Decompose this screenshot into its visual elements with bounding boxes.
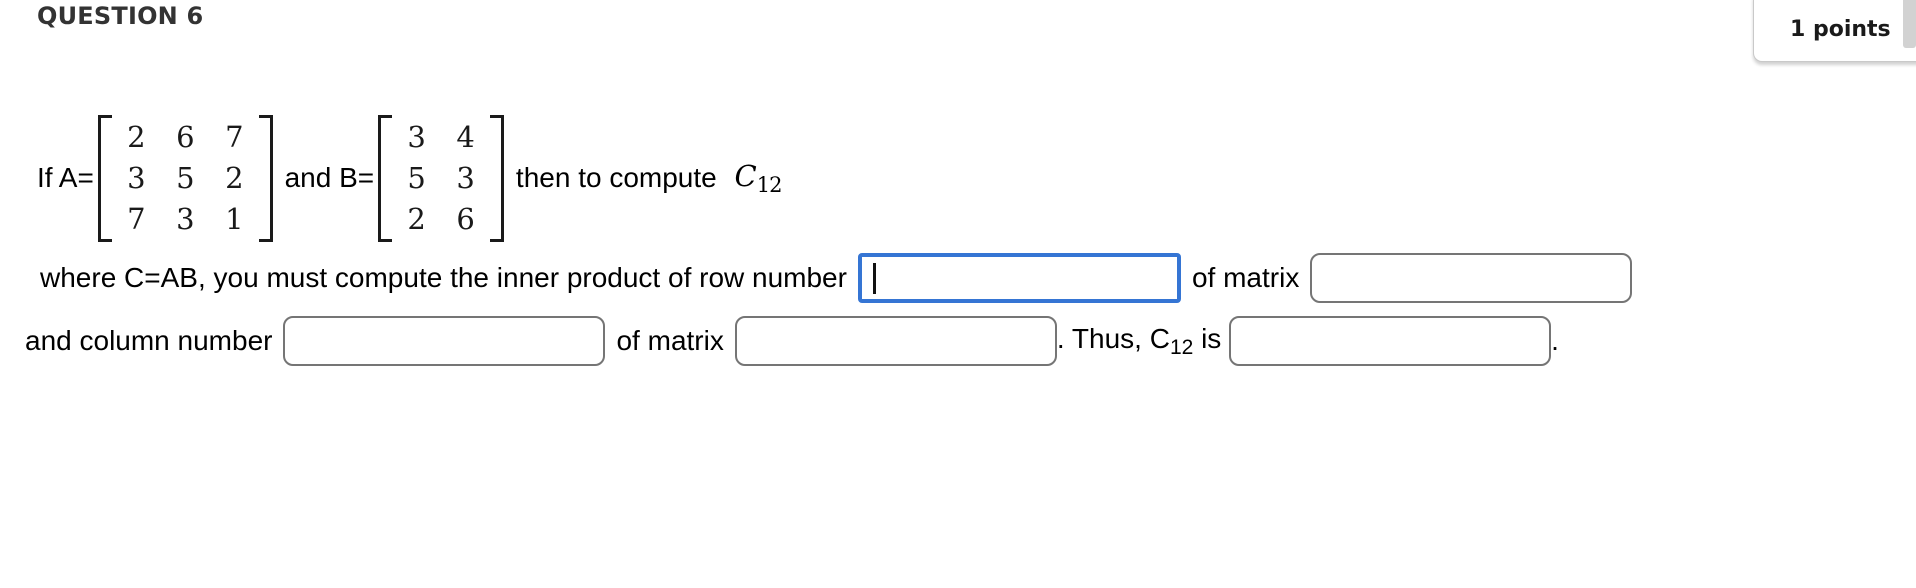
result-input[interactable] — [1229, 316, 1552, 366]
matrix-b-cell: 3 — [456, 160, 475, 195]
column-number-input[interactable] — [283, 316, 606, 366]
column-number-text: and column number — [25, 325, 273, 356]
of-matrix-text: of matrix — [616, 325, 724, 356]
then-to-compute-text: then to compute — [508, 162, 725, 193]
column-matrix-input[interactable] — [734, 316, 1057, 366]
matrix-a: 2 6 7 3 5 2 7 3 1 — [97, 114, 273, 242]
question-title: QUESTION 6 — [37, 2, 204, 30]
matrix-b-cell: 4 — [456, 119, 475, 154]
matrix-a-cell: 6 — [176, 119, 195, 154]
matrix-a-cell: 3 — [127, 160, 146, 195]
points-label: 1 points — [1790, 16, 1891, 42]
final-period-text: . — [1551, 325, 1559, 356]
of-matrix-text: of matrix — [1191, 262, 1300, 293]
text-caret — [872, 263, 876, 294]
matrix-a-cell: 7 — [127, 201, 146, 236]
matrix-b-cell: 5 — [407, 160, 426, 195]
matrix-a-cell: 7 — [225, 119, 244, 154]
matrix-a-cell: 5 — [176, 160, 195, 195]
thus-c12-text: . Thus, C12 is — [1056, 322, 1230, 359]
scrollbar[interactable] — [1903, 0, 1916, 48]
matrix-b-cell: 2 — [407, 201, 426, 236]
and-b-equals-text: and B= — [276, 162, 375, 193]
matrix-a-cell: 2 — [127, 119, 146, 154]
if-a-equals-text: If A= — [37, 162, 94, 193]
c12-math-symbol: C12 — [734, 159, 783, 197]
answer-line-column: and column number of matrix . Thus, C12 … — [25, 315, 1559, 367]
points-box: 1 points — [1753, 0, 1916, 62]
row-number-text: where C=AB, you must compute the inner p… — [40, 262, 847, 293]
matrix-b-cell: 6 — [456, 201, 475, 236]
row-number-input-wrap — [857, 253, 1181, 303]
matrix-b-cell: 3 — [407, 119, 426, 154]
matrix-a-cell: 2 — [225, 160, 244, 195]
question-statement-line1: If A= 2 6 7 3 5 2 7 3 1 and B= 3 4 5 3 2… — [37, 114, 783, 242]
matrix-a-cell: 3 — [176, 201, 195, 236]
row-matrix-input[interactable] — [1310, 253, 1633, 303]
answer-line-row: where C=AB, you must compute the inner p… — [40, 252, 1633, 304]
row-number-input[interactable] — [857, 253, 1181, 303]
matrix-a-cell: 1 — [225, 201, 244, 236]
matrix-b: 3 4 5 3 2 6 — [378, 114, 505, 242]
